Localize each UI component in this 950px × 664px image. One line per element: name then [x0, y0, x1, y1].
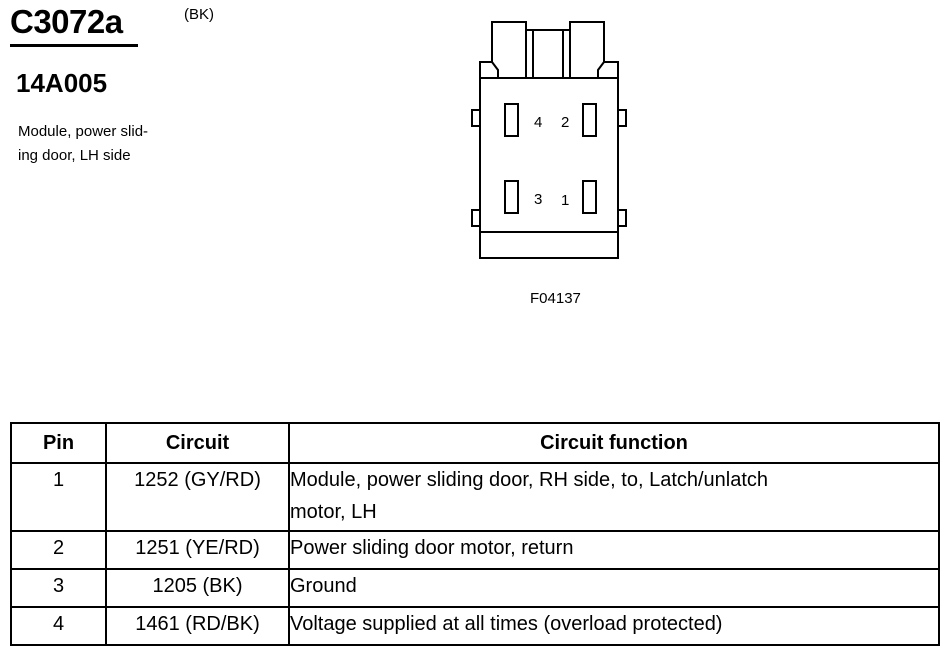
pin-label-1: 1 [561, 192, 569, 209]
connector-id-underline [10, 44, 138, 47]
circuit-cell: 1252 (GY/RD) [105, 462, 290, 532]
pin-cell: 2 [10, 530, 107, 570]
figure-id: F04137 [530, 290, 581, 307]
header-circuit-function: Circuit function [288, 422, 940, 464]
function-line: motor, LH [290, 501, 377, 523]
pin-cavity-4 [504, 103, 519, 137]
connector-left-arm [479, 21, 527, 78]
connector-side-tab [471, 109, 481, 127]
table-row: 1 1252 (GY/RD) Module, power sliding doo… [10, 462, 940, 532]
function-line: Module, power sliding door, RH side, to,… [290, 469, 769, 491]
pin-label-3: 3 [534, 191, 542, 208]
table-row: 3 1205 (BK) Ground [10, 568, 940, 608]
function-cell: Module, power sliding door, RH side, to,… [288, 462, 940, 532]
description-line-1: Module, power slid- [18, 123, 149, 140]
header-pin: Pin [10, 422, 107, 464]
description-line-2: ing door, LH side [18, 147, 131, 164]
circuit-cell: 1461 (RD/BK) [105, 606, 290, 646]
table-header-row: Pin Circuit Circuit function [10, 422, 940, 464]
function-line: Power sliding door motor, return [290, 537, 574, 559]
pin-cavity-3 [504, 180, 519, 214]
function-cell: Power sliding door motor, return [288, 530, 940, 570]
circuit-cell: 1251 (YE/RD) [105, 530, 290, 570]
table-row: 2 1251 (YE/RD) Power sliding door motor,… [10, 530, 940, 570]
function-line: Voltage supplied at all times (overload … [290, 613, 723, 635]
function-cell: Ground [288, 568, 940, 608]
circuit-cell: 1205 (BK) [105, 568, 290, 608]
connector-side-tab [617, 109, 627, 127]
pin-cavity-2 [582, 103, 597, 137]
pin-cell: 3 [10, 568, 107, 608]
pin-label-4: 4 [534, 114, 542, 131]
connector-side-tab [617, 209, 627, 227]
table-row: 4 1461 (RD/BK) Voltage supplied at all t… [10, 606, 940, 646]
connector-right-arm [569, 21, 619, 78]
header-circuit: Circuit [105, 422, 290, 464]
connector-side-tab [471, 209, 481, 227]
pinout-table: Pin Circuit Circuit function 1 1252 (GY/… [10, 422, 940, 646]
function-cell: Voltage supplied at all times (overload … [288, 606, 940, 646]
pin-cell: 4 [10, 606, 107, 646]
pin-label-2: 2 [561, 114, 569, 131]
connector-color-code: (BK) [184, 6, 214, 23]
connector-id: C3072a [10, 3, 123, 40]
function-line: Ground [290, 575, 357, 597]
connector-face-diagram: 4 2 3 1 [471, 21, 627, 259]
pin-cavity-1 [582, 180, 597, 214]
pin-cell: 1 [10, 462, 107, 532]
part-number: 14A005 [16, 68, 108, 98]
